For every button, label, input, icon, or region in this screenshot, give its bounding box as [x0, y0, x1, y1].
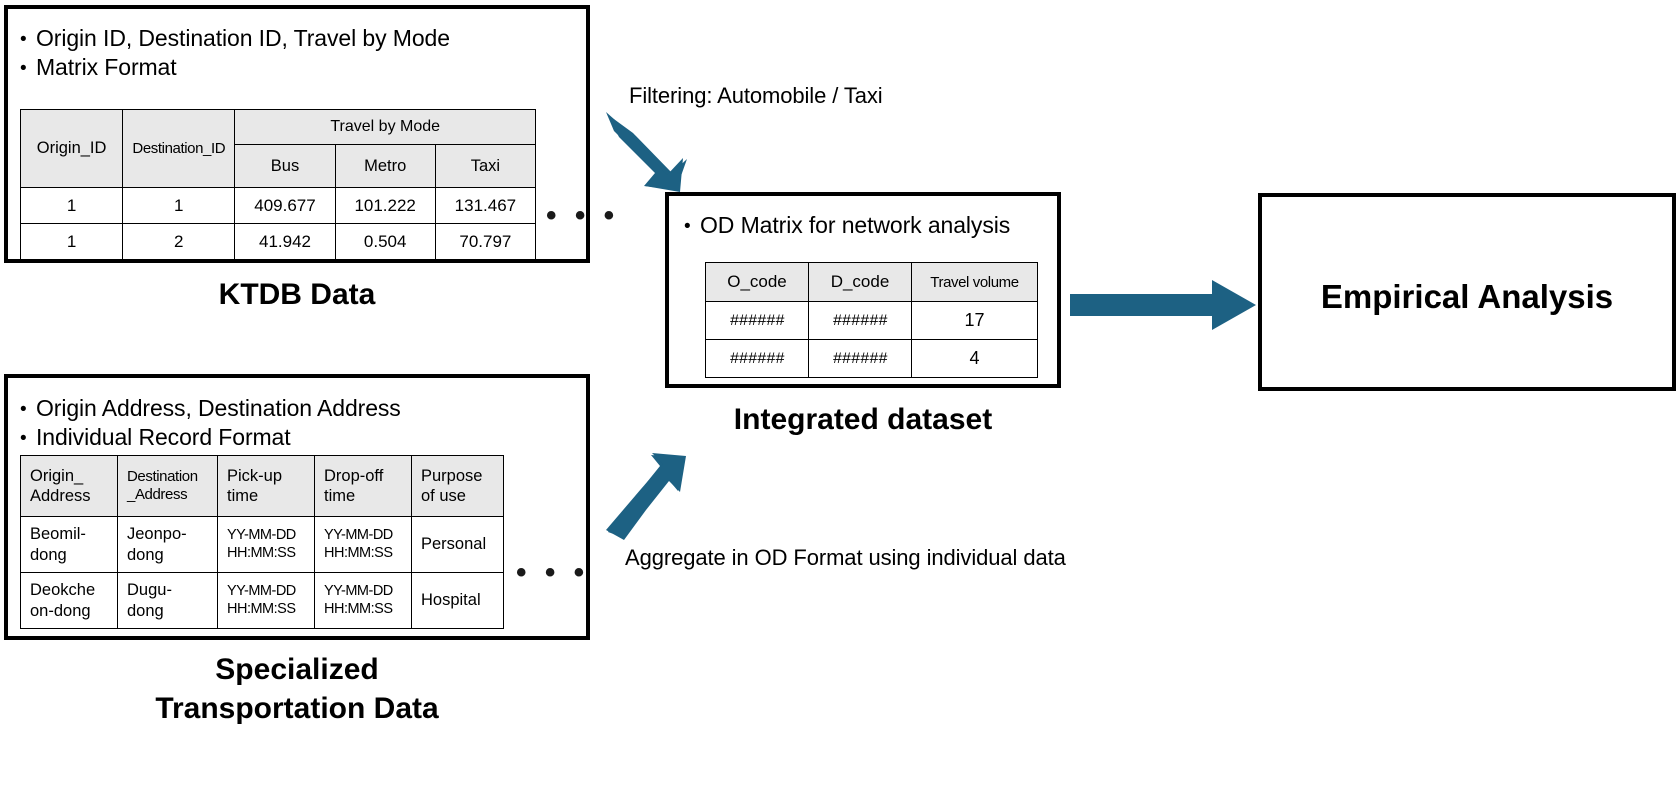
table-row: ###### ###### 4 — [705, 339, 1038, 378]
ktdb-cell: 1 — [19, 223, 124, 260]
ktdb-col-group-travel-by-mode: Travel by Mode — [234, 109, 536, 145]
ktdb-cell: 0.504 — [334, 223, 436, 260]
ktdb-bullet-1: Origin ID, Destination ID, Travel by Mod… — [20, 24, 560, 53]
std-cell: Dugu-dong — [117, 572, 218, 629]
specialized-table-overflow-ellipsis: • • • — [516, 556, 590, 589]
empirical-analysis-panel — [1258, 193, 1676, 391]
od-cell: ###### — [808, 301, 912, 340]
ktdb-bullet-2: Matrix Format — [20, 53, 560, 82]
od-cell: ###### — [705, 339, 809, 378]
filtering-edge-label: Filtering: Automobile / Taxi — [629, 83, 883, 108]
ktdb-table-subheader-row: Bus Metro Taxi — [21, 144, 537, 188]
std-table-header-row: Origin_Address Destination_Address Pick-… — [20, 455, 504, 517]
filtering-arrow-icon — [606, 112, 687, 192]
od-col-o-code: O_code — [705, 262, 809, 302]
aggregate-arrow-icon — [606, 453, 686, 540]
std-cell: Jeonpo-dong — [117, 516, 218, 573]
integrated-bullet-1: OD Matrix for network analysis — [684, 211, 1054, 240]
std-cell: Hospital — [411, 572, 504, 629]
specialized-transportation-table: Origin_Address Destination_Address Pick-… — [20, 455, 504, 629]
ktdb-table: Origin_ID Destination_ID Travel by Mode … — [19, 109, 537, 260]
ktdb-col-destination-id: Destination_ID — [122, 109, 236, 188]
ktdb-table-group-header-row: Origin_ID Destination_ID Travel by Mode — [19, 109, 536, 188]
std-cell: Personal — [411, 516, 504, 573]
specialized-bullet-2: Individual Record Format — [20, 423, 560, 452]
std-col-origin-address: Origin_Address — [20, 455, 118, 517]
ktdb-cell: 409.677 — [234, 187, 336, 224]
ktdb-caption: KTDB Data — [218, 278, 376, 311]
ktdb-cell: 70.797 — [434, 223, 537, 260]
od-cell: ###### — [705, 301, 809, 340]
ktdb-cell: 2 — [122, 223, 236, 260]
od-table-header-row: O_code D_code Travel volume — [705, 262, 1038, 302]
std-cell: Beomil-dong — [20, 516, 118, 573]
table-row: 1 1 409.677 101.222 131.467 — [19, 187, 537, 224]
od-cell: 17 — [911, 301, 1038, 340]
od-matrix-table: O_code D_code Travel volume ###### #####… — [705, 262, 1038, 378]
ktdb-bullets: Origin ID, Destination ID, Travel by Mod… — [20, 24, 560, 81]
ktdb-col-bus: Bus — [234, 144, 336, 188]
ktdb-col-taxi: Taxi — [434, 144, 537, 188]
std-col-destination-address: Destination_Address — [117, 455, 218, 517]
table-row: 1 2 41.942 0.504 70.797 — [19, 223, 537, 260]
empirical-analysis-title: Empirical Analysis — [1320, 278, 1614, 315]
ktdb-cell: 131.467 — [434, 187, 537, 224]
integrated-bullets: OD Matrix for network analysis — [684, 211, 1054, 240]
specialized-bullet-1: Origin Address, Destination Address — [20, 394, 560, 423]
aggregate-edge-label: Aggregate in OD Format using individual … — [625, 545, 1066, 570]
table-row: ###### ###### 17 — [705, 301, 1038, 340]
od-col-d-code: D_code — [808, 262, 912, 302]
ktdb-table-overflow-ellipsis: • • • — [546, 199, 620, 232]
ktdb-col-metro: Metro — [334, 144, 436, 188]
ktdb-cell: 1 — [19, 187, 124, 224]
integrated-dataset-caption: Integrated dataset — [733, 403, 993, 436]
od-cell: 4 — [911, 339, 1038, 378]
ktdb-col-origin-id: Origin_ID — [19, 109, 124, 188]
od-cell: ###### — [808, 339, 912, 378]
ktdb-cell: 1 — [122, 187, 236, 224]
ktdb-cell: 41.942 — [234, 223, 336, 260]
to-empirical-arrow-icon — [1070, 280, 1256, 330]
ktdb-cell: 101.222 — [334, 187, 436, 224]
od-col-travel-volume: Travel volume — [911, 262, 1038, 302]
specialized-bullets: Origin Address, Destination Address Indi… — [20, 394, 560, 451]
